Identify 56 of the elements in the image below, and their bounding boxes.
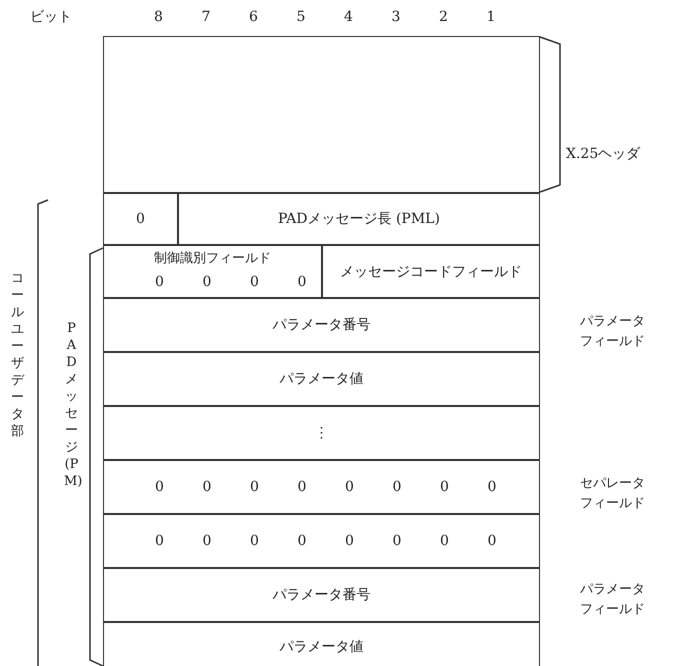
bit-field [103,193,178,245]
continuation-field [103,406,540,460]
field-label: 0 [488,532,496,550]
field-label: 0 [392,478,402,496]
field-group-name: パラメータフィールド [580,313,646,351]
field-label: 0 [155,273,164,291]
length-field [178,193,540,245]
field-label: 制御識別フィールド [153,250,272,268]
header-field [103,36,540,193]
bit-number: 5 [296,8,306,26]
section-name: PADメッセージ(PM) [64,320,79,490]
field-label: 0 [345,478,354,496]
field-label: 0 [202,273,212,291]
field-label: PADメッセージ長 (PML) [277,210,441,228]
bit-number: 8 [154,8,163,26]
bit-number: 2 [439,8,448,26]
field-label: 0 [155,478,164,496]
parameter-field [103,352,540,406]
section-name: コールユーザデータ部 [10,270,25,440]
field-label: パラメータ番号 [272,316,372,334]
field-label: 0 [440,478,449,496]
bit-number: 3 [392,8,400,26]
parameter-field [103,622,540,666]
field-label: 0 [298,273,306,291]
field-label: パラメータ値 [278,370,364,388]
field-label: 0 [155,532,164,550]
header-name: X.25ヘッダ [566,145,640,163]
field-label: 0 [250,273,259,291]
field-label: 0 [392,532,402,550]
bit-number: 6 [249,8,258,26]
field-label: 0 [440,532,449,550]
control-field [103,245,322,298]
field-label: ⋮ [314,424,330,442]
separator-field [103,514,540,568]
parameter-field [103,298,540,352]
field-label: パラメータ値 [278,638,364,656]
field-label: 0 [250,478,259,496]
bit-label: ビット [30,8,72,26]
field-label: 0 [345,532,354,550]
bit-number: 7 [202,8,210,26]
field-label: 0 [298,478,306,496]
field-group-name: パラメータフィールド [580,581,646,619]
separator-field [103,460,540,514]
parameter-field [103,568,540,622]
bit-number: 4 [344,8,353,26]
field-label: 0 [488,478,496,496]
field-label: 0 [135,210,146,228]
field-label: メッセージコードフィールド [339,262,523,280]
code-field [322,245,540,298]
field-label: パラメータ番号 [272,586,372,604]
field-label: 0 [250,532,259,550]
bit-number: 1 [486,8,496,26]
field-label: 0 [298,532,306,550]
field-group-name: セパレータフィールド [580,475,646,513]
field-label: 0 [202,532,212,550]
field-label: 0 [202,478,212,496]
